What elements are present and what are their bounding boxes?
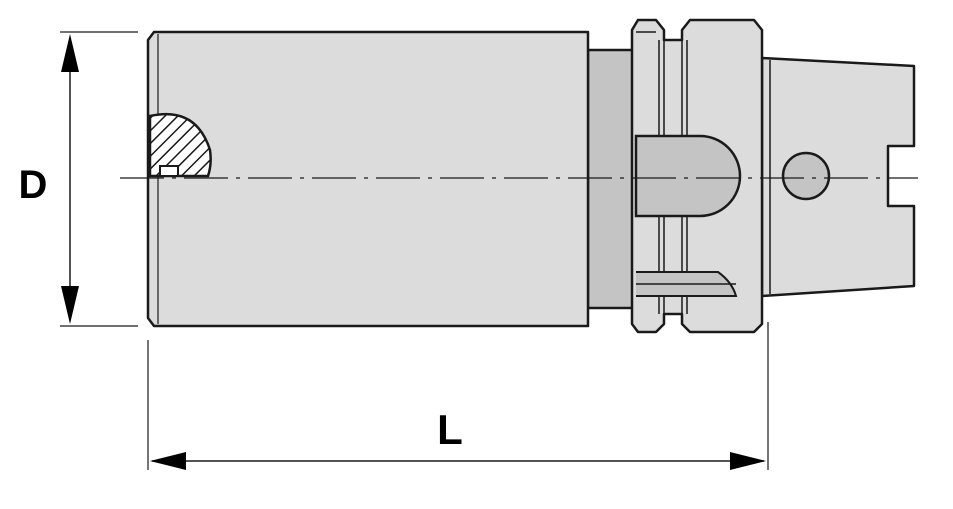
d-arrow-top: [61, 34, 79, 72]
drive-hole: [781, 151, 831, 201]
neck: [586, 48, 638, 310]
cylindrical-body: [146, 30, 590, 328]
diameter-label: D: [19, 163, 48, 207]
flange-key: [634, 134, 742, 218]
section-hatch: [148, 112, 212, 178]
length-label: L: [437, 406, 463, 453]
d-arrow-bottom: [61, 286, 79, 324]
taper-shank: [760, 56, 916, 298]
screw-tip: [159, 165, 179, 177]
l-arrow-right: [730, 452, 766, 470]
l-arrow-left: [150, 452, 186, 470]
